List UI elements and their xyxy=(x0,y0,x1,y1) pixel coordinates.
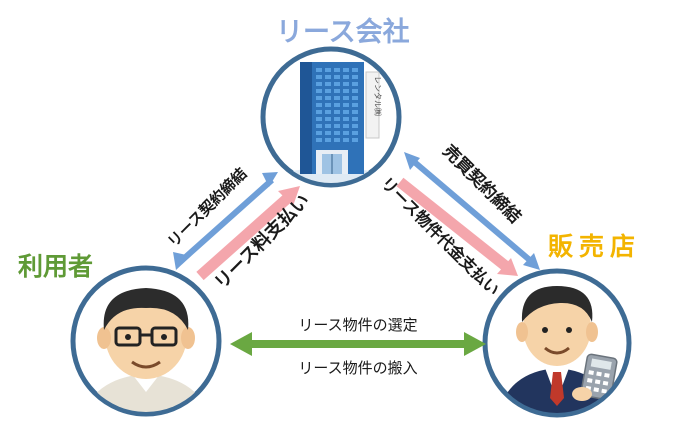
building-window xyxy=(352,96,358,100)
delivery-label: リース物件の搬入 xyxy=(298,359,417,377)
building-window xyxy=(316,138,322,142)
building-window xyxy=(352,68,358,72)
building-window xyxy=(316,96,322,100)
user-label: 利用者 xyxy=(18,252,93,281)
seller-node xyxy=(482,268,632,418)
building-window xyxy=(316,117,322,121)
seller-label: 販売店 xyxy=(548,232,641,261)
office-building-icon: レンタル㈱ xyxy=(277,62,385,183)
building-window xyxy=(325,110,331,114)
building-window xyxy=(352,110,358,114)
selection-delivery-arrow xyxy=(230,332,486,356)
building-sign: レンタル㈱ xyxy=(373,76,383,116)
lease-payment-label: リース料支払い xyxy=(210,190,314,294)
building-window xyxy=(334,75,340,79)
building-window xyxy=(352,131,358,135)
building-window xyxy=(352,89,358,93)
building-window xyxy=(352,117,358,121)
building-window xyxy=(343,103,349,107)
lease-contract-arrow xyxy=(173,172,278,270)
building-window xyxy=(316,82,322,86)
building-window xyxy=(325,131,331,135)
building-window xyxy=(352,82,358,86)
building-window xyxy=(325,89,331,93)
building-window xyxy=(343,82,349,86)
building-window xyxy=(334,68,340,72)
building-window xyxy=(352,103,358,107)
building-window xyxy=(343,110,349,114)
lease-company-node: レンタル㈱ xyxy=(260,46,402,188)
building-window xyxy=(343,96,349,100)
building-window xyxy=(352,75,358,79)
sales-contract-arrow xyxy=(404,152,540,270)
user-node xyxy=(70,265,222,417)
building-window xyxy=(343,124,349,128)
calculator-icon xyxy=(572,353,618,401)
building-window xyxy=(343,117,349,121)
building-window xyxy=(325,82,331,86)
selection-label: リース物件の選定 xyxy=(298,316,417,334)
building-window xyxy=(352,124,358,128)
building-window xyxy=(325,124,331,128)
lease-company-label: リース会社 xyxy=(276,16,410,48)
building-window xyxy=(334,103,340,107)
building-window xyxy=(325,68,331,72)
building-window xyxy=(334,131,340,135)
building-window xyxy=(316,103,322,107)
building-window xyxy=(334,110,340,114)
building-window xyxy=(343,68,349,72)
building-window xyxy=(334,138,340,142)
lease-payment-arrow xyxy=(196,186,300,281)
building-window xyxy=(316,68,322,72)
building-window xyxy=(334,96,340,100)
building-window xyxy=(325,96,331,100)
building-window xyxy=(343,89,349,93)
sales-contract-label: 売買契約締結 xyxy=(438,141,525,228)
building-window xyxy=(334,117,340,121)
building-window xyxy=(316,131,322,135)
building-window xyxy=(316,124,322,128)
building-window xyxy=(325,75,331,79)
building-window xyxy=(316,75,322,79)
property-payment-arrow xyxy=(396,177,518,276)
building-window xyxy=(334,82,340,86)
building-window xyxy=(352,138,358,142)
building-window xyxy=(334,124,340,128)
building-window xyxy=(343,75,349,79)
building-window xyxy=(316,89,322,93)
building-window xyxy=(325,103,331,107)
building-window xyxy=(316,110,322,114)
building-window xyxy=(325,117,331,121)
building-window xyxy=(343,138,349,142)
building-window xyxy=(343,131,349,135)
building-window xyxy=(325,138,331,142)
building-window xyxy=(334,89,340,93)
